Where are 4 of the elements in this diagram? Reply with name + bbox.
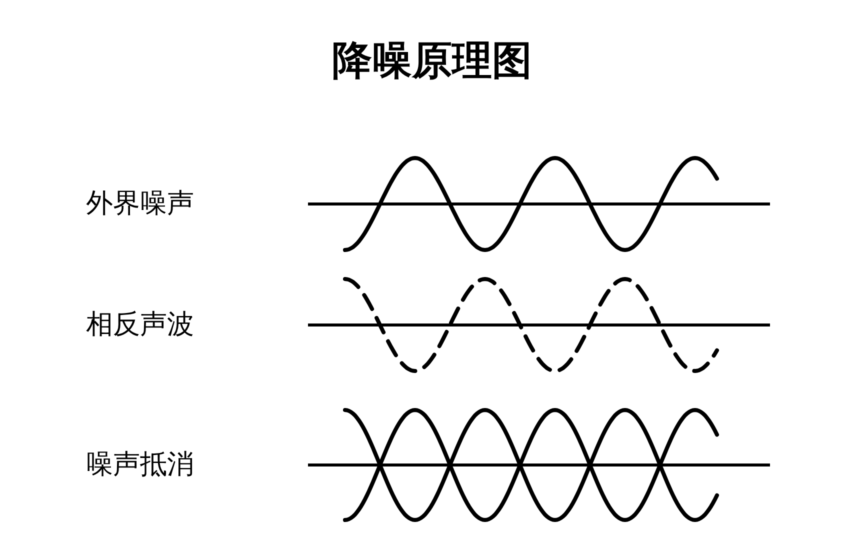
wave-label: 外界噪声 xyxy=(86,188,194,220)
diagram-title: 降噪原理图 xyxy=(331,38,533,84)
wave-label: 相反声波 xyxy=(86,309,194,341)
wave-label: 噪声抵消 xyxy=(86,449,194,481)
